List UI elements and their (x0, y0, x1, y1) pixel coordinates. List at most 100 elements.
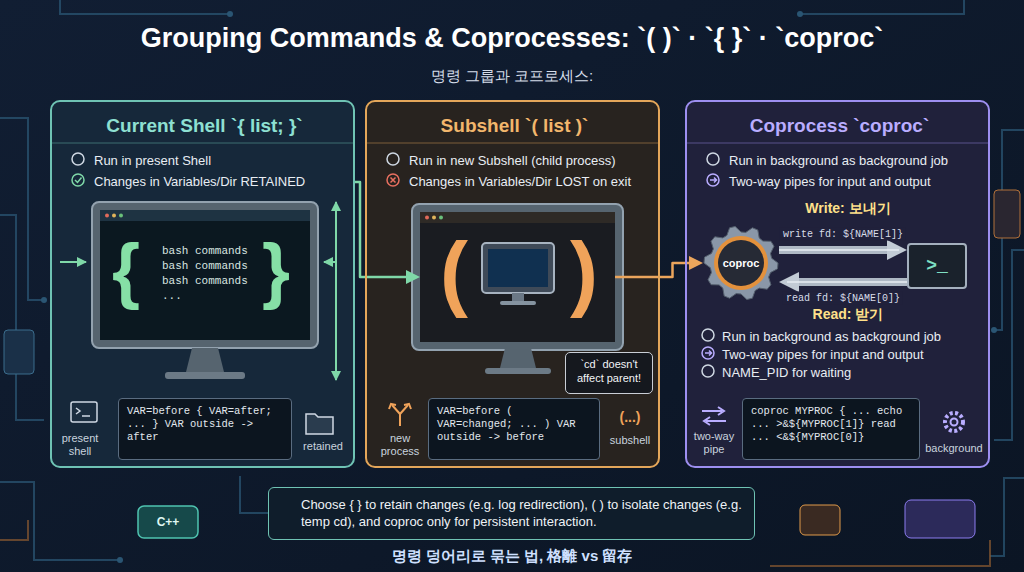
monitor-illustration (488, 249, 548, 287)
code-box: VAR=before { VAR=after; ... } VAR outsid… (118, 398, 292, 460)
code-box: VAR=before ( VAR=changed; ... ) VAR outs… (428, 398, 600, 460)
code-text: VAR=before ( VAR=changed; ... ) VAR outs… (437, 405, 591, 444)
terminal-box: >_ (907, 243, 967, 289)
heading-rule (687, 143, 988, 144)
connector-arrow (355, 182, 412, 277)
bullet-icon (702, 329, 714, 341)
flow-arrow (60, 261, 86, 263)
bullet-text: Two-way pipes for input and output (722, 346, 924, 364)
bullet-icon (72, 153, 84, 165)
circuit-trace (0, 118, 44, 300)
icon-label: present shell (50, 432, 110, 458)
monitor-illustration (119, 214, 123, 218)
monitor-illustration (92, 202, 318, 348)
brace-symbol: } (262, 234, 290, 306)
monitor-illustration (482, 243, 554, 293)
monitor-illustration (425, 216, 429, 220)
bullet-icon (387, 174, 399, 186)
bullet-icon (702, 365, 714, 377)
circuit-node (41, 297, 47, 303)
connector-arrow (615, 263, 695, 277)
circuit-trace (770, 540, 990, 566)
monitor-illustration (100, 210, 310, 340)
bullet-text: Changes in Variables/Dir RETAINED (94, 173, 305, 191)
panel-heading: Subshell `( list )` (367, 114, 662, 138)
paren-symbol: ( (440, 230, 468, 314)
panel-fill (50, 100, 990, 468)
chip-decor (4, 330, 34, 374)
callout-text: `cd` doesn't affect parent! (572, 357, 646, 385)
gear-icon (951, 419, 958, 426)
diagram-caption: 명령 덩어리로 묶는 법, 格離 vs 留存 (0, 546, 1024, 565)
gear-teeth (704, 227, 778, 300)
subtitle: 명령 그룹과 코프로세스: (0, 66, 1024, 85)
gear-label: coproc (703, 256, 779, 270)
bullet-text: Run in new Subshell (child process) (409, 152, 616, 170)
panel-fill (365, 100, 660, 468)
heading-rule (367, 143, 658, 144)
bullet-text: Run in present Shell (94, 152, 211, 170)
folder-icon (306, 414, 333, 434)
panel-heading: Coprocess `coproc` (687, 114, 992, 138)
advice-text: Choose { } to retain changes (e.g. log r… (301, 496, 744, 530)
bullet-text: Run in background as background job (722, 328, 941, 346)
monitor-illustration (500, 301, 536, 305)
process-icon (392, 405, 408, 426)
pipe-heading: Read: 받기 (778, 305, 918, 323)
terminal-icon (71, 402, 97, 422)
circuit-trace (60, 0, 230, 14)
bullet-text: Run in background as background job (729, 152, 948, 170)
icon-label: background (922, 442, 986, 455)
monitor-illustration (500, 348, 536, 368)
monitor-illustration (439, 216, 443, 220)
pipe-highlight (787, 281, 907, 283)
paren-symbol: ) (570, 230, 598, 314)
circuit-trace (990, 478, 1024, 556)
heading-rule (52, 143, 353, 144)
pipe-label: write fd: ${NAME[1]} (780, 227, 906, 240)
process-icon (389, 404, 411, 409)
terminal-prompt: >_ (926, 256, 948, 276)
bullet-icon (72, 174, 84, 186)
terminal-icon (76, 408, 90, 416)
monitor-illustration (165, 372, 245, 379)
pipe-connector (787, 278, 907, 286)
monitor-illustration (412, 204, 623, 374)
terminal-icon (71, 402, 97, 422)
monitor-screen: { bash commands bash commands bash comman… (100, 210, 310, 340)
bullet-icon (707, 153, 719, 165)
circuit-trace (240, 476, 268, 513)
advice-box: Choose { } to retain changes (e.g. log r… (268, 487, 755, 540)
monitor-illustration (105, 214, 109, 218)
bullet-icon (707, 174, 719, 186)
monitor-illustration (432, 216, 436, 220)
monitor-illustration (100, 210, 310, 221)
monitor-illustration (485, 368, 551, 374)
circuit-node (991, 327, 997, 333)
icon-label: subshell (602, 434, 658, 447)
panel-heading: Current Shell `{ list; }` (52, 114, 357, 138)
monitor-illustration (186, 348, 224, 372)
flow-arrow (335, 202, 337, 380)
circuit-trace (0, 482, 120, 560)
circuit-trace (0, 520, 28, 540)
monitor-illustration (420, 212, 615, 342)
monitor-illustration (412, 204, 623, 350)
circuit-node (117, 557, 123, 563)
bullet-icon (702, 347, 714, 359)
code-text: bash commands bash commands bash command… (162, 244, 256, 304)
flow-arrow (60, 202, 336, 380)
two-way-icon (702, 407, 726, 425)
bullet-text: NAME_PID for waiting (722, 364, 851, 382)
chip-decor (905, 500, 975, 538)
circuit-trace (0, 0, 1024, 560)
chip-decor (138, 506, 198, 538)
chip-decor (994, 190, 1020, 238)
brace-symbol: { (112, 234, 140, 306)
circuit-trace (994, 130, 1024, 330)
process-icon (389, 404, 411, 426)
circuit-trace (994, 250, 1024, 440)
coproc-gear: coproc (703, 225, 779, 301)
diagram-title: Grouping Commands & Coprocesses: `( )` ·… (0, 22, 1024, 54)
